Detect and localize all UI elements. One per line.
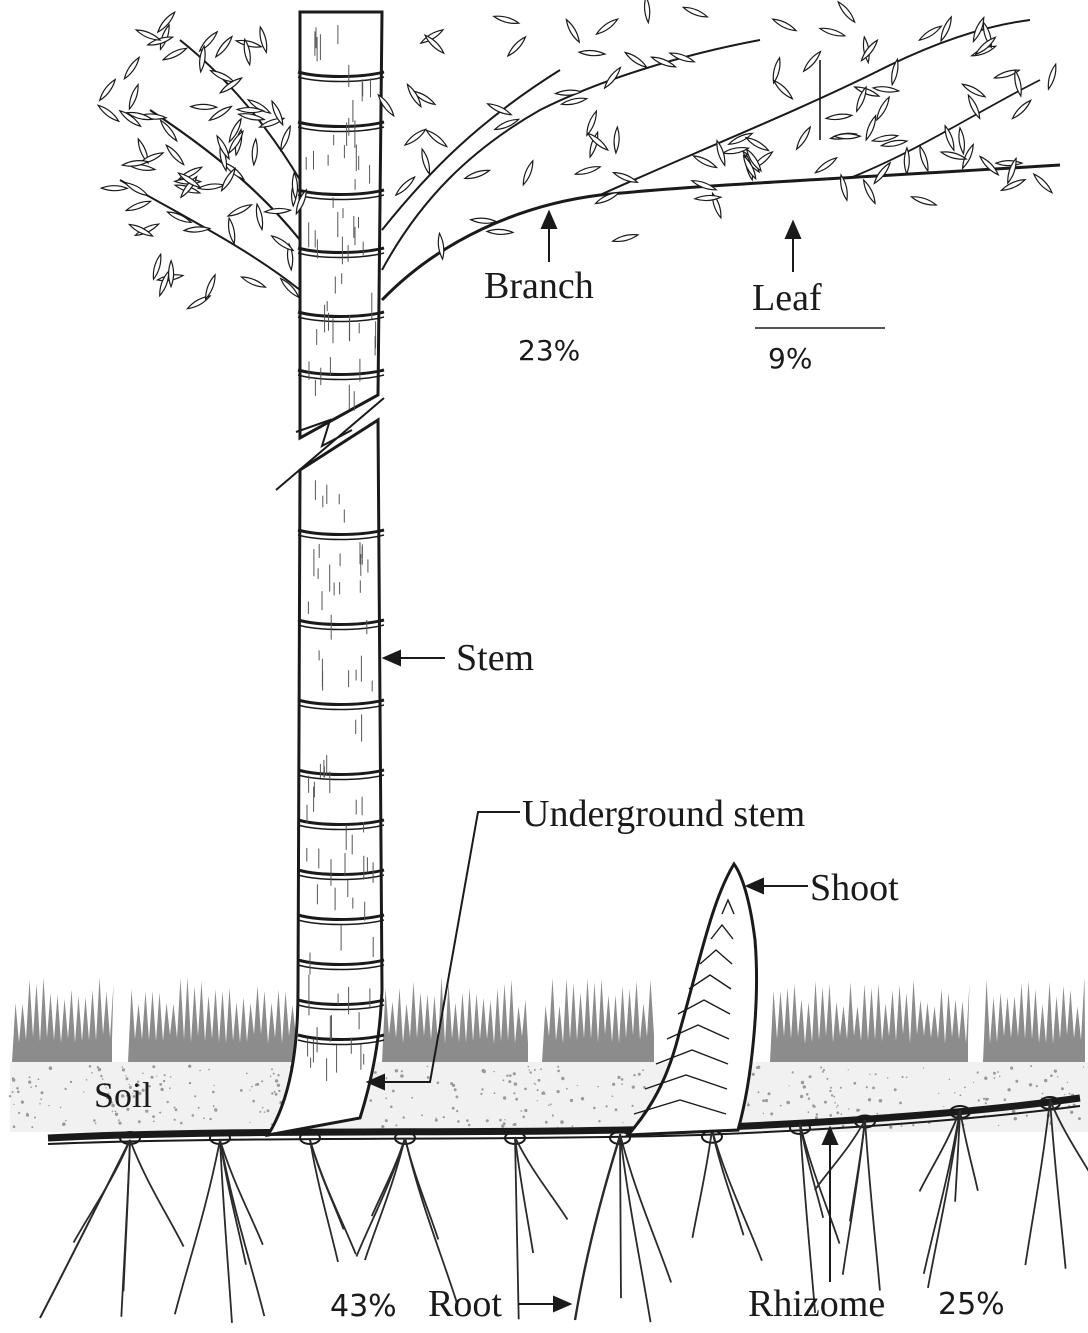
root-label: Root — [428, 1283, 502, 1325]
leader-lines — [368, 212, 885, 1311]
culm-illustration — [268, 12, 384, 1135]
leaf-percent: 9% — [768, 342, 812, 375]
leaf-label: Leaf — [752, 277, 822, 319]
grass-clump — [983, 977, 1085, 1062]
grass-layer — [12, 977, 1085, 1062]
canopy-illustration — [98, 0, 1060, 309]
grass-clump — [128, 977, 300, 1062]
root-arrowhead — [554, 1297, 570, 1311]
grass-clump — [12, 977, 114, 1062]
branch-arrowhead — [542, 212, 556, 228]
leaf-arrowhead — [786, 222, 800, 238]
grass-clump — [382, 977, 528, 1062]
branch-percent: 23% — [518, 334, 580, 367]
soil-label: Soil — [94, 1075, 152, 1115]
rhizome-percent: 25% — [938, 1287, 1005, 1322]
shoot-label: Shoot — [810, 867, 899, 909]
shoot-arrowhead — [747, 879, 763, 893]
underground-stem-label: Underground stem — [522, 793, 805, 835]
leaves — [98, 0, 1056, 309]
stem-arrowhead — [384, 651, 400, 665]
grass-clump — [770, 980, 970, 1062]
branch-label: Branch — [484, 265, 594, 307]
grass-clump — [542, 978, 654, 1062]
root-percent: 43% — [330, 1289, 397, 1324]
stem-label: Stem — [456, 637, 534, 679]
rhizome-label: Rhizome — [748, 1283, 885, 1325]
